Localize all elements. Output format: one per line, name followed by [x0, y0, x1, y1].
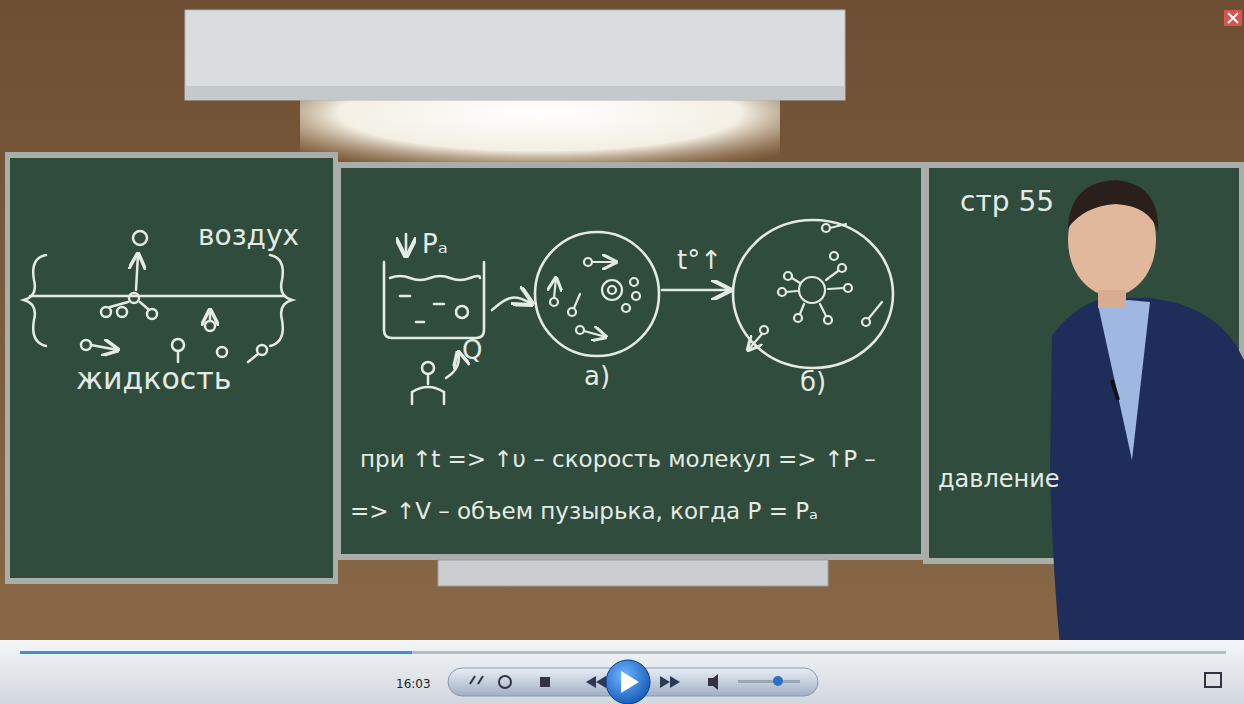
- medium-label: воздух: [198, 219, 299, 252]
- edge-label: t°↑: [677, 245, 722, 275]
- explanation-line: при ↑t => ↑υ – скорость молекул => ↑P –: [360, 446, 876, 472]
- process-arrow: [662, 289, 730, 292]
- node-label: Pₐ: [422, 229, 448, 259]
- node-label: а): [584, 361, 610, 391]
- lamp-edge: [185, 86, 845, 100]
- medium-label: жидкость: [76, 361, 231, 396]
- chalk-tray: [438, 560, 828, 586]
- progress-track: [20, 651, 1226, 654]
- player-bar: [0, 640, 1244, 704]
- vessel-outline: [384, 262, 484, 338]
- process-arrow: [492, 297, 532, 310]
- molecules-a: [550, 258, 640, 337]
- water-surface: [390, 276, 480, 280]
- heat-label: Q: [462, 335, 482, 365]
- close-button: [1224, 10, 1242, 26]
- heater-sketch: [412, 352, 459, 404]
- teacher: [1050, 180, 1244, 646]
- page-reference: стр 55: [960, 185, 1054, 218]
- bubble-outline: [535, 232, 659, 356]
- molecules-b: [748, 224, 882, 350]
- player-controls: [448, 660, 1221, 704]
- bubble-circle: б): [730, 218, 896, 400]
- board-frame: [5, 152, 338, 584]
- pressure-arrow: [405, 234, 408, 256]
- lamp: [185, 10, 845, 100]
- bubble-outline: [733, 220, 893, 368]
- board-note: давление: [938, 465, 1060, 493]
- timestamp: 16:03: [396, 677, 431, 691]
- center-board: [341, 168, 921, 554]
- explanation-line: => ↑V – объем пузырька, когда P = Pₐ: [350, 498, 818, 524]
- water-marks: [400, 296, 444, 322]
- progress-fill: [20, 651, 412, 654]
- bubble-dot: [456, 306, 468, 318]
- bubble-circle: а): [532, 228, 662, 400]
- board-frame: [335, 162, 927, 560]
- vessel: Pₐ: [376, 230, 492, 342]
- left-board: [10, 158, 333, 578]
- node-label: б): [800, 367, 826, 397]
